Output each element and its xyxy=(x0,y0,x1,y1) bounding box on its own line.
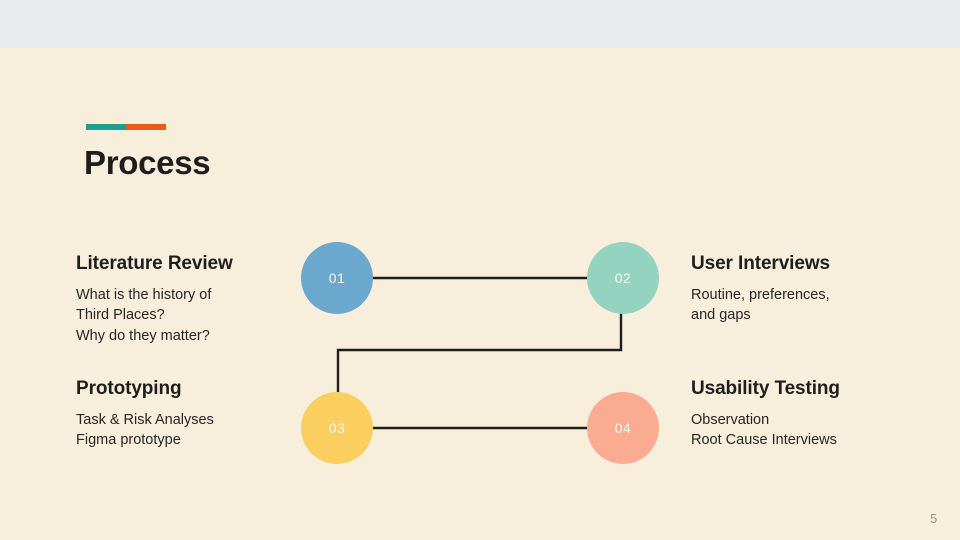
step-circle-label-01: 01 xyxy=(328,270,346,286)
accent-bar-orange-segment xyxy=(126,124,166,130)
accent-bar xyxy=(86,124,166,130)
step-body-literature-review: What is the history of Third Places? Why… xyxy=(76,286,212,344)
step-circle-label-02: 02 xyxy=(614,270,632,286)
connector-02-to-03 xyxy=(336,312,623,394)
step-heading-literature-review: Literature Review xyxy=(76,253,233,274)
step-circle-03[interactable]: 03 xyxy=(301,392,373,464)
step-text-prototyping: Prototyping Task & Risk Analyses Figma p… xyxy=(76,378,336,451)
page-title: Process xyxy=(84,144,211,181)
step-text-literature-review: Literature Review What is the history of… xyxy=(76,253,336,347)
accent-bar-teal-segment xyxy=(86,124,126,130)
step-circle-label-03: 03 xyxy=(328,420,346,436)
step-heading-usability-testing: Usability Testing xyxy=(691,378,840,399)
step-circle-label-04: 04 xyxy=(614,420,632,436)
step-heading-user-interviews: User Interviews xyxy=(691,253,830,274)
step-text-user-interviews: User Interviews Routine, preferences, an… xyxy=(691,253,951,326)
page-number: 5 xyxy=(930,511,938,526)
step-circle-02[interactable]: 02 xyxy=(587,242,659,314)
step-circle-04[interactable]: 04 xyxy=(587,392,659,464)
step-circle-01[interactable]: 01 xyxy=(301,242,373,314)
top-band xyxy=(0,0,960,48)
step-body-prototyping: Task & Risk Analyses Figma prototype xyxy=(76,411,214,449)
step-heading-prototyping: Prototyping xyxy=(76,378,182,399)
step-body-user-interviews: Routine, preferences, and gaps xyxy=(691,286,830,324)
step-text-usability-testing: Usability Testing Observation Root Cause… xyxy=(691,378,951,451)
step-body-usability-testing: Observation Root Cause Interviews xyxy=(691,411,837,449)
